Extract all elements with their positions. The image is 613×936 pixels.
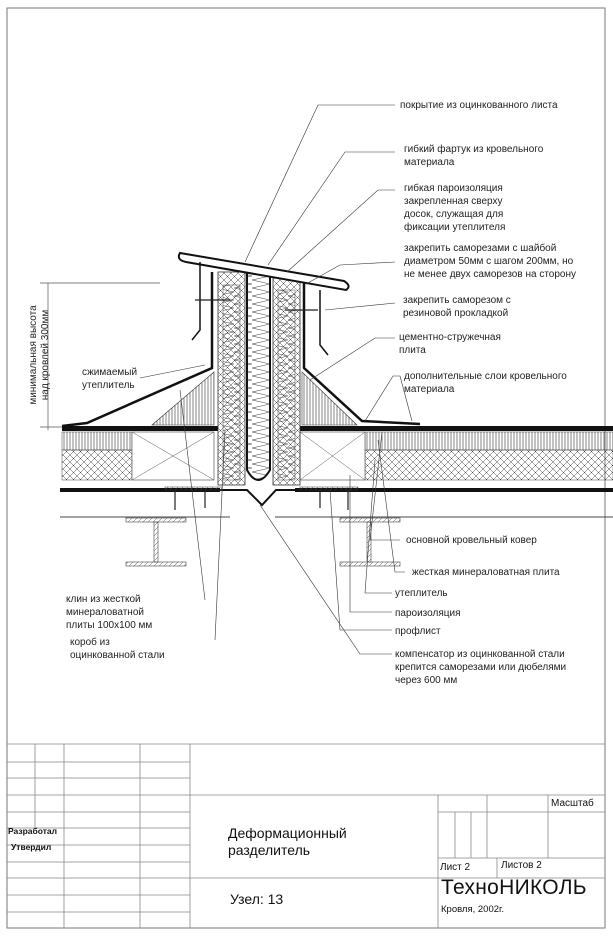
callout-extra-layers: дополнительные слои кровельного материал… bbox=[404, 371, 567, 395]
callout-compressible-insulation: сжимаемый утеплитель bbox=[82, 367, 138, 391]
node-number: Узел: 13 bbox=[230, 891, 284, 907]
developed-by-label: Разработал bbox=[8, 826, 58, 836]
company-subtitle: Кровля, 2002г. bbox=[441, 904, 504, 915]
roof-assembly-left bbox=[60, 426, 230, 518]
callout-profiled-sheet: профлист bbox=[395, 626, 441, 637]
title-block-grid bbox=[7, 743, 605, 928]
callout-insulation: утеплитель bbox=[395, 588, 448, 599]
approved-by-label: Утвердил bbox=[11, 842, 52, 852]
drawing-title: Деформационный разделитель bbox=[228, 825, 347, 858]
galvanized-cap bbox=[177, 251, 350, 292]
roof-assembly-right bbox=[275, 426, 613, 518]
leader-lines bbox=[139, 104, 413, 655]
scale-label: Масштаб bbox=[551, 798, 594, 809]
callout-screws-washer: закрепить саморезами с шайбой диаметром … bbox=[404, 243, 576, 280]
steel-beam-left bbox=[125, 517, 187, 567]
company-name: ТехноНИКОЛЬ bbox=[441, 876, 587, 899]
height-dimension bbox=[40, 282, 160, 430]
callout-galvanized-box: короб из оцинкованной стали bbox=[70, 637, 165, 661]
callout-vapor-barrier-top: гибкая пароизоляция закрепленная сверху … bbox=[404, 183, 506, 233]
expansion-joint-upstand bbox=[61, 268, 421, 486]
callout-flexible-apron: гибкий фартук из кровельного материала bbox=[404, 144, 544, 168]
callout-compensator: компенсатор из оцинкованной стали крепит… bbox=[395, 649, 567, 686]
callout-main-roofing: основной кровельный ковер bbox=[406, 535, 537, 546]
fasteners bbox=[174, 299, 349, 510]
sheet-number: Лист 2 bbox=[440, 862, 471, 873]
callout-screw-rubber: закрепить саморезом с резиновой прокладк… bbox=[403, 295, 511, 319]
callout-wedge: клин из жесткой минераловатной плиты 100… bbox=[66, 594, 153, 631]
dimension-label: минимальная высота над кровлей 300мм bbox=[28, 305, 51, 405]
callout-rigid-mineral-board: жесткая минераловатная плита bbox=[412, 567, 560, 578]
callout-cement-board: цементно-стружечная плита bbox=[399, 332, 501, 356]
callout-vapor-barrier: пароизоляция bbox=[395, 608, 461, 619]
sheets-total: Листов 2 bbox=[501, 860, 542, 871]
callout-galvanized-cap: покрытие из оцинкованного листа bbox=[400, 100, 558, 111]
